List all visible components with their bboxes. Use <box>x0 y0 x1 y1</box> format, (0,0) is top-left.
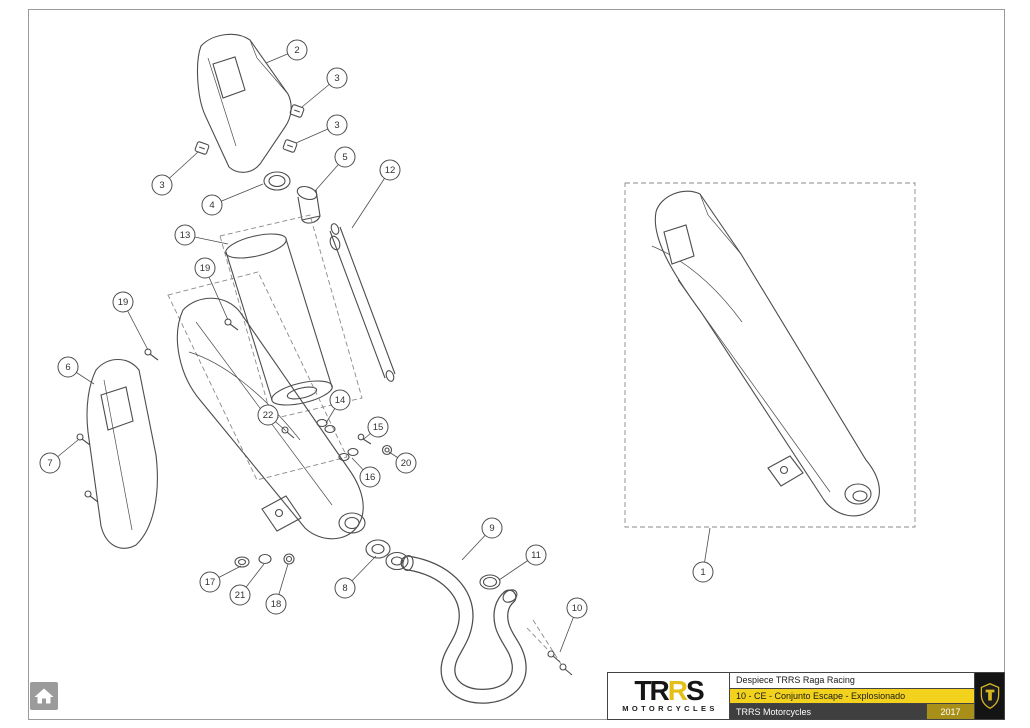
callout-9: 9 <box>461 517 503 561</box>
callout-18: 18 <box>265 563 289 615</box>
callout-3: 3 <box>301 67 348 108</box>
svg-text:21: 21 <box>235 590 246 601</box>
callout-15: 15 <box>363 416 389 440</box>
callout-3: 3 <box>151 151 199 196</box>
home-icon <box>30 682 58 710</box>
svg-text:5: 5 <box>342 152 347 163</box>
callout-13: 13 <box>174 224 229 246</box>
svg-text:8: 8 <box>342 583 347 594</box>
part-pipe-clamp <box>479 574 501 590</box>
part-flange-rings <box>365 539 409 571</box>
callout-11: 11 <box>498 544 547 581</box>
svg-text:10: 10 <box>572 603 583 614</box>
part-shield-bolts <box>76 433 99 503</box>
part-silencer-body <box>167 271 366 540</box>
svg-text:3: 3 <box>334 73 339 84</box>
callout-14: 14 <box>325 389 351 424</box>
callout-22: 22 <box>257 404 287 432</box>
svg-text:14: 14 <box>335 395 346 406</box>
part-screws <box>144 318 239 361</box>
drawing-subtitle: 10 - CE - Conjunto Escape - Explosionado <box>730 688 974 705</box>
callout-10: 10 <box>559 597 588 653</box>
callout-1: 1 <box>692 527 714 583</box>
callout-20: 20 <box>388 451 417 474</box>
callout-7: 7 <box>39 439 79 474</box>
part-gasket-ring <box>263 171 291 191</box>
callout-17: 17 <box>199 565 242 593</box>
year-badge: 2017 <box>926 704 974 720</box>
part-clips <box>194 104 305 155</box>
svg-text:3: 3 <box>159 180 164 191</box>
svg-text:17: 17 <box>205 577 216 588</box>
callout-4: 4 <box>201 183 264 216</box>
svg-text:20: 20 <box>401 458 412 469</box>
callout-16: 16 <box>351 457 381 488</box>
callout-layer: 2 3 3 3 5 12 4 13 19 19 6 7 22 14 15 16 20 8 9 11 10 17 21 18 1 <box>39 39 714 653</box>
brand-shield-icon <box>980 683 999 709</box>
callout-19: 19 <box>194 257 229 321</box>
part-end-cap <box>197 33 292 173</box>
trrs-logo: TRRS MOTORCYCLES <box>608 673 730 719</box>
title-block-rows: Despiece TRRS Raga Racing 10 - CE - Conj… <box>730 673 974 720</box>
svg-text:9: 9 <box>489 523 494 534</box>
svg-text:4: 4 <box>209 200 214 211</box>
svg-text:6: 6 <box>65 362 70 373</box>
svg-text:16: 16 <box>365 472 376 483</box>
svg-text:11: 11 <box>531 550 541 561</box>
callout-8: 8 <box>334 555 377 599</box>
trrs-wordmark: TRRS <box>634 674 704 706</box>
svg-text:7: 7 <box>47 458 52 469</box>
assembled-exhaust-view <box>624 182 916 528</box>
svg-text:18: 18 <box>271 599 282 610</box>
title-block: TRRS MOTORCYCLES Despiece TRRS Raga Raci… <box>607 672 1005 720</box>
callout-5: 5 <box>314 146 356 192</box>
svg-text:22: 22 <box>263 410 274 421</box>
svg-text:2: 2 <box>294 45 299 56</box>
trrs-wordmark-subtitle: MOTORCYCLES <box>622 704 718 714</box>
part-outlet-hardware <box>234 553 295 568</box>
drawing-title: Despiece TRRS Raga Racing <box>730 673 974 689</box>
svg-text:13: 13 <box>180 230 191 241</box>
callout-6: 6 <box>57 356 95 385</box>
brand-shield-cell <box>974 673 1004 719</box>
part-header-pipe <box>400 555 527 704</box>
home-button[interactable] <box>30 682 58 710</box>
callout-2: 2 <box>265 39 308 64</box>
svg-text:15: 15 <box>373 422 384 433</box>
svg-text:19: 19 <box>118 297 129 308</box>
drawing-frame <box>28 9 1005 720</box>
svg-text:19: 19 <box>200 263 211 274</box>
company-row: TRRS Motorcycles 2017 <box>730 704 974 720</box>
company-name: TRRS Motorcycles <box>736 706 812 717</box>
callout-3: 3 <box>295 114 348 144</box>
svg-text:12: 12 <box>385 165 396 176</box>
part-inner-tube <box>329 223 396 382</box>
callout-19: 19 <box>112 291 149 351</box>
part-muffler-core <box>219 214 363 420</box>
part-hardware-cluster <box>281 418 393 462</box>
part-elbow-joint <box>296 185 321 224</box>
svg-text:1: 1 <box>700 567 705 578</box>
part-heat-shield <box>86 358 158 549</box>
callout-12: 12 <box>351 159 401 229</box>
callout-21: 21 <box>229 563 265 606</box>
svg-text:3: 3 <box>334 120 339 131</box>
part-pipe-bolts <box>526 619 573 676</box>
